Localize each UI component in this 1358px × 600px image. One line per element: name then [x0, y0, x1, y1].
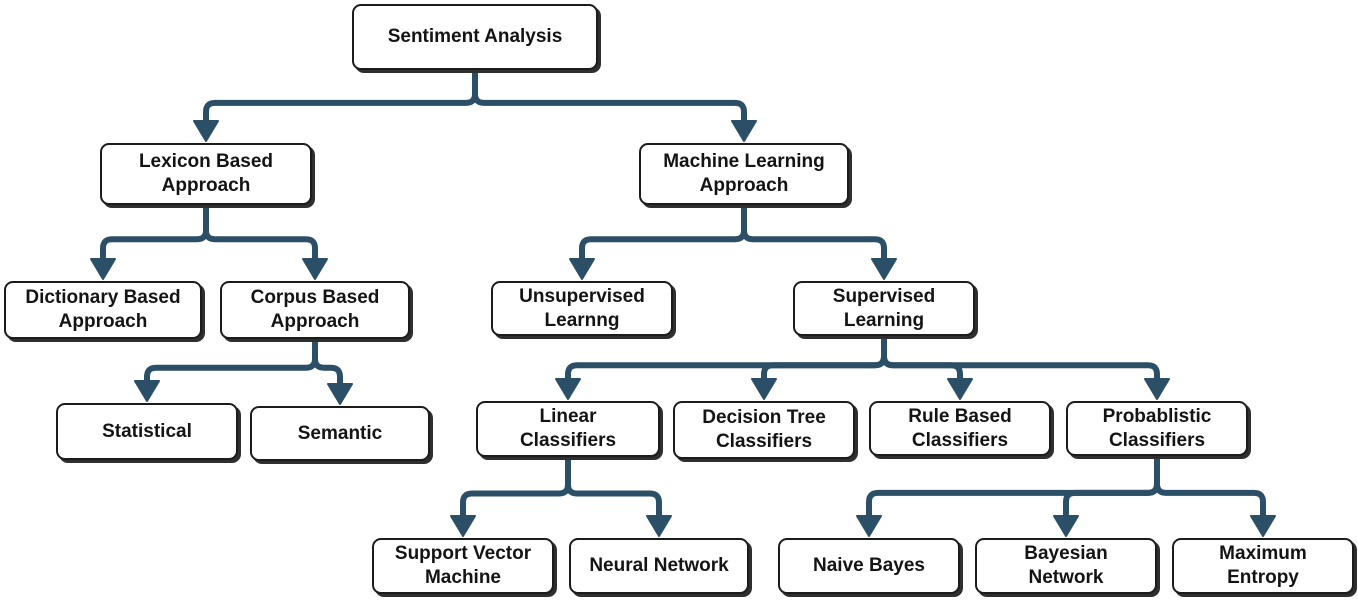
node-corpus-based-approach: Corpus Based Approach	[220, 281, 410, 339]
connector-lexicon_based-corpus_based	[203, 202, 318, 264]
node-bayesian-network: Bayesian Network	[975, 538, 1157, 594]
node-linear-classifiers: Linear Classifiers	[476, 401, 660, 457]
node-lexicon-based-approach: Lexicon Based Approach	[100, 143, 312, 205]
arrowhead-icon	[751, 378, 777, 400]
node-unsupervised-learning: Unsupervised Learnng	[491, 281, 673, 336]
node-label: Neural Network	[589, 555, 729, 576]
node-label: Linear Classifiers	[519, 406, 617, 451]
node-machine-learning-approach: Machine Learning Approach	[639, 143, 849, 205]
connector-supervised-probabilistic	[881, 333, 1160, 384]
node-semantic: Semantic	[250, 406, 430, 461]
node-label: Sentiment Analysis	[387, 26, 563, 47]
node-support-vector-machine: Support Vector Machine	[372, 538, 554, 594]
arrowhead-icon	[856, 515, 882, 537]
node-label: Lexicon Based Approach	[138, 151, 274, 196]
arrowhead-icon	[871, 258, 897, 280]
node-dictionary-based-approach: Dictionary Based Approach	[4, 281, 202, 339]
arrowhead-icon	[193, 120, 219, 142]
connector-corpus_based-semantic	[312, 336, 343, 389]
arrowhead-icon	[327, 383, 353, 405]
node-label: Machine Learning Approach	[663, 151, 825, 196]
arrowhead-icon	[302, 258, 328, 280]
arrowhead-icon	[1053, 515, 1079, 537]
node-label: Corpus Based Approach	[250, 287, 380, 332]
connector-machine_learning-supervised	[741, 202, 887, 264]
node-label: Naive Bayes	[813, 555, 925, 576]
node-label: Probablistic Classifiers	[1102, 405, 1212, 451]
connector-sentiment_analysis-lexicon_based	[203, 67, 478, 126]
arrowhead-icon	[90, 258, 116, 280]
connector-sentiment_analysis-machine_learning	[472, 67, 747, 126]
arrowhead-icon	[569, 258, 595, 280]
arrowhead-icon	[450, 515, 476, 537]
arrowhead-icon	[1250, 515, 1276, 537]
node-label: Rule Based Classifiers	[908, 405, 1012, 451]
node-probabilistic-classifiers: Probablistic Classifiers	[1066, 401, 1248, 456]
node-label: Unsupervised Learnng	[519, 285, 645, 331]
node-label: Statistical	[102, 420, 192, 442]
node-label: Dictionary Based Approach	[25, 287, 181, 332]
connector-corpus_based-statistical	[144, 336, 318, 386]
connector-supervised-linear	[565, 333, 887, 384]
node-neural-network: Neural Network	[569, 538, 749, 594]
connector-supervised-rule_based	[881, 333, 963, 384]
node-label: Support Vector Machine	[394, 543, 532, 588]
node-label: Maximum Entropy	[1219, 543, 1307, 588]
connector-probabilistic-maximum_entropy	[1154, 453, 1266, 521]
arrowhead-icon	[646, 515, 672, 537]
connector-lexicon_based-dictionary_based	[100, 202, 209, 264]
arrowhead-icon	[1144, 378, 1170, 400]
connector-machine_learning-unsupervised	[579, 202, 747, 264]
connector-supervised-decision_tree	[761, 333, 887, 384]
connector-linear-neural_network	[565, 454, 662, 521]
arrowhead-icon	[134, 380, 160, 402]
node-naive-bayes: Naive Bayes	[778, 538, 960, 594]
arrowhead-icon	[731, 120, 757, 142]
node-sentiment-analysis: Sentiment Analysis	[352, 4, 598, 70]
node-decision-tree-classifiers: Decision Tree Classifiers	[673, 401, 855, 459]
node-rule-based-classifiers: Rule Based Classifiers	[869, 401, 1051, 456]
node-label: Bayesian Network	[1024, 543, 1108, 588]
node-maximum-entropy: Maximum Entropy	[1172, 538, 1354, 594]
connector-probabilistic-naive_bayes	[866, 453, 1160, 521]
connector-linear-svm	[460, 454, 571, 521]
arrowhead-icon	[555, 378, 581, 400]
node-label: Supervised Learning	[832, 285, 936, 331]
node-label: Semantic	[297, 422, 383, 444]
node-supervised-learning: Supervised Learning	[793, 281, 975, 336]
node-statistical: Statistical	[56, 403, 238, 460]
arrowhead-icon	[947, 378, 973, 400]
connector-probabilistic-bayesian_network	[1063, 453, 1160, 521]
node-label: Decision Tree Classifiers	[702, 407, 826, 452]
